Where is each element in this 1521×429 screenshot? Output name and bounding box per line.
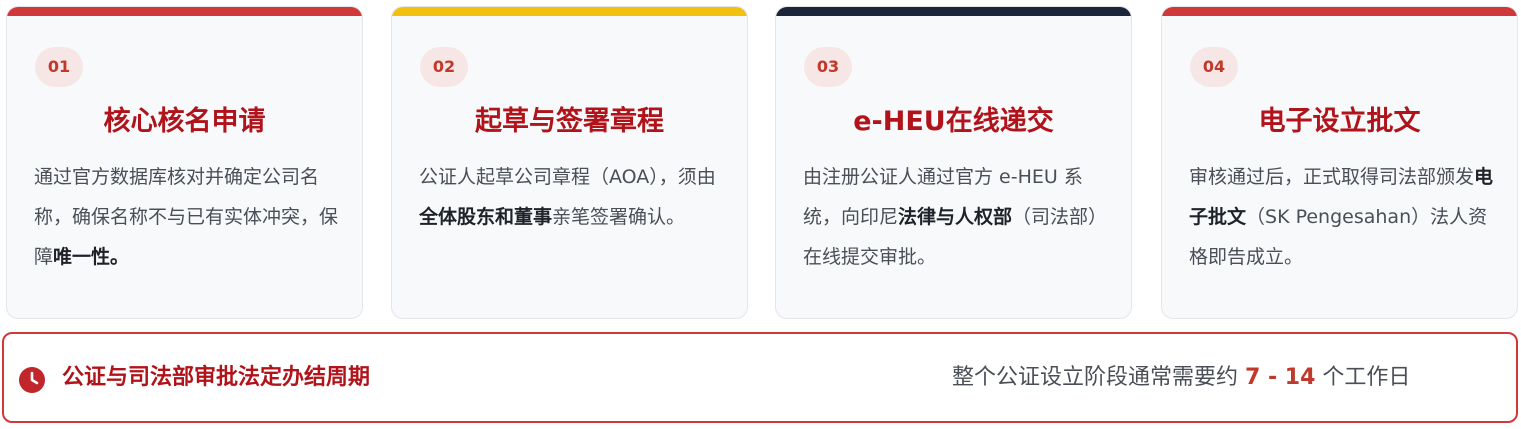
description-text: （SK Pengesahan）法人资格即告成立。 — [1189, 206, 1488, 268]
description-emphasis: 全体股东和董事 — [419, 206, 553, 228]
step-title: 起草与签署章程 — [475, 106, 664, 137]
description-text: 公证人起草公司章程（AOA），须由 — [419, 166, 716, 188]
description-text: 亲笔签署确认。 — [552, 206, 686, 228]
steps-container: 01 核心核名申请 通过官方数据库核对并确定公司名称，确保名称不与已有实体冲突，… — [6, 6, 1518, 319]
step-number-badge: 04 — [1190, 47, 1238, 87]
step-card: 03 e-HEU在线递交 由注册公证人通过官方 e-HEU 系统，向印尼法律与人… — [775, 6, 1132, 319]
step-title: 核心核名申请 — [103, 106, 266, 137]
duration-prefix: 整个公证设立阶段通常需要约 — [952, 365, 1239, 390]
step-number-badge: 02 — [420, 47, 468, 87]
card-accent-bar — [7, 7, 362, 16]
step-description: 审核通过后，正式取得司法部颁发电子批文（SK Pengesahan）法人资格即告… — [1189, 157, 1499, 277]
description-emphasis: 唯一性。 — [53, 246, 130, 268]
card-accent-bar — [1162, 7, 1517, 16]
step-number-badge: 03 — [804, 47, 852, 87]
step-description: 公证人起草公司章程（AOA），须由全体股东和董事亲笔签署确认。 — [419, 157, 729, 237]
clock-icon — [19, 367, 45, 393]
description-emphasis: 法律与人权部 — [898, 206, 1013, 228]
step-description: 由注册公证人通过官方 e-HEU 系统，向印尼法律与人权部（司法部）在线提交审批… — [803, 157, 1113, 277]
card-accent-bar — [776, 7, 1131, 16]
description-text: （司法部）在线提交审批。 — [803, 206, 1108, 268]
step-number-badge: 01 — [35, 47, 83, 87]
step-title: e-HEU在线递交 — [853, 106, 1054, 137]
banner-duration: 整个公证设立阶段通常需要约 7 - 14 个工作日 — [952, 358, 1410, 398]
description-text: 由注册公证人通过官方 e-HEU 系统，向印尼 — [803, 166, 1083, 228]
duration-highlight: 7 - 14 — [1245, 365, 1316, 390]
step-title: 电子设立批文 — [1258, 106, 1421, 137]
step-card: 01 核心核名申请 通过官方数据库核对并确定公司名称，确保名称不与已有实体冲突，… — [6, 6, 363, 319]
banner-title: 公证与司法部审批法定办结周期 — [62, 365, 371, 390]
step-description: 通过官方数据库核对并确定公司名称，确保名称不与已有实体冲突，保障唯一性。 — [34, 157, 344, 277]
description-emphasis: 电子批文 — [1189, 166, 1494, 228]
step-card: 04 电子设立批文 审核通过后，正式取得司法部颁发电子批文（SK Pengesa… — [1161, 6, 1518, 319]
description-text: 通过官方数据库核对并确定公司名称，确保名称不与已有实体冲突，保障 — [34, 166, 339, 268]
duration-suffix: 个工作日 — [1322, 365, 1411, 390]
card-accent-bar — [392, 7, 747, 16]
timeline-banner: 公证与司法部审批法定办结周期 整个公证设立阶段通常需要约 7 - 14 个工作日 — [2, 332, 1518, 423]
description-text: 审核通过后，正式取得司法部颁发 — [1189, 166, 1475, 188]
step-card: 02 起草与签署章程 公证人起草公司章程（AOA），须由全体股东和董事亲笔签署确… — [391, 6, 748, 319]
